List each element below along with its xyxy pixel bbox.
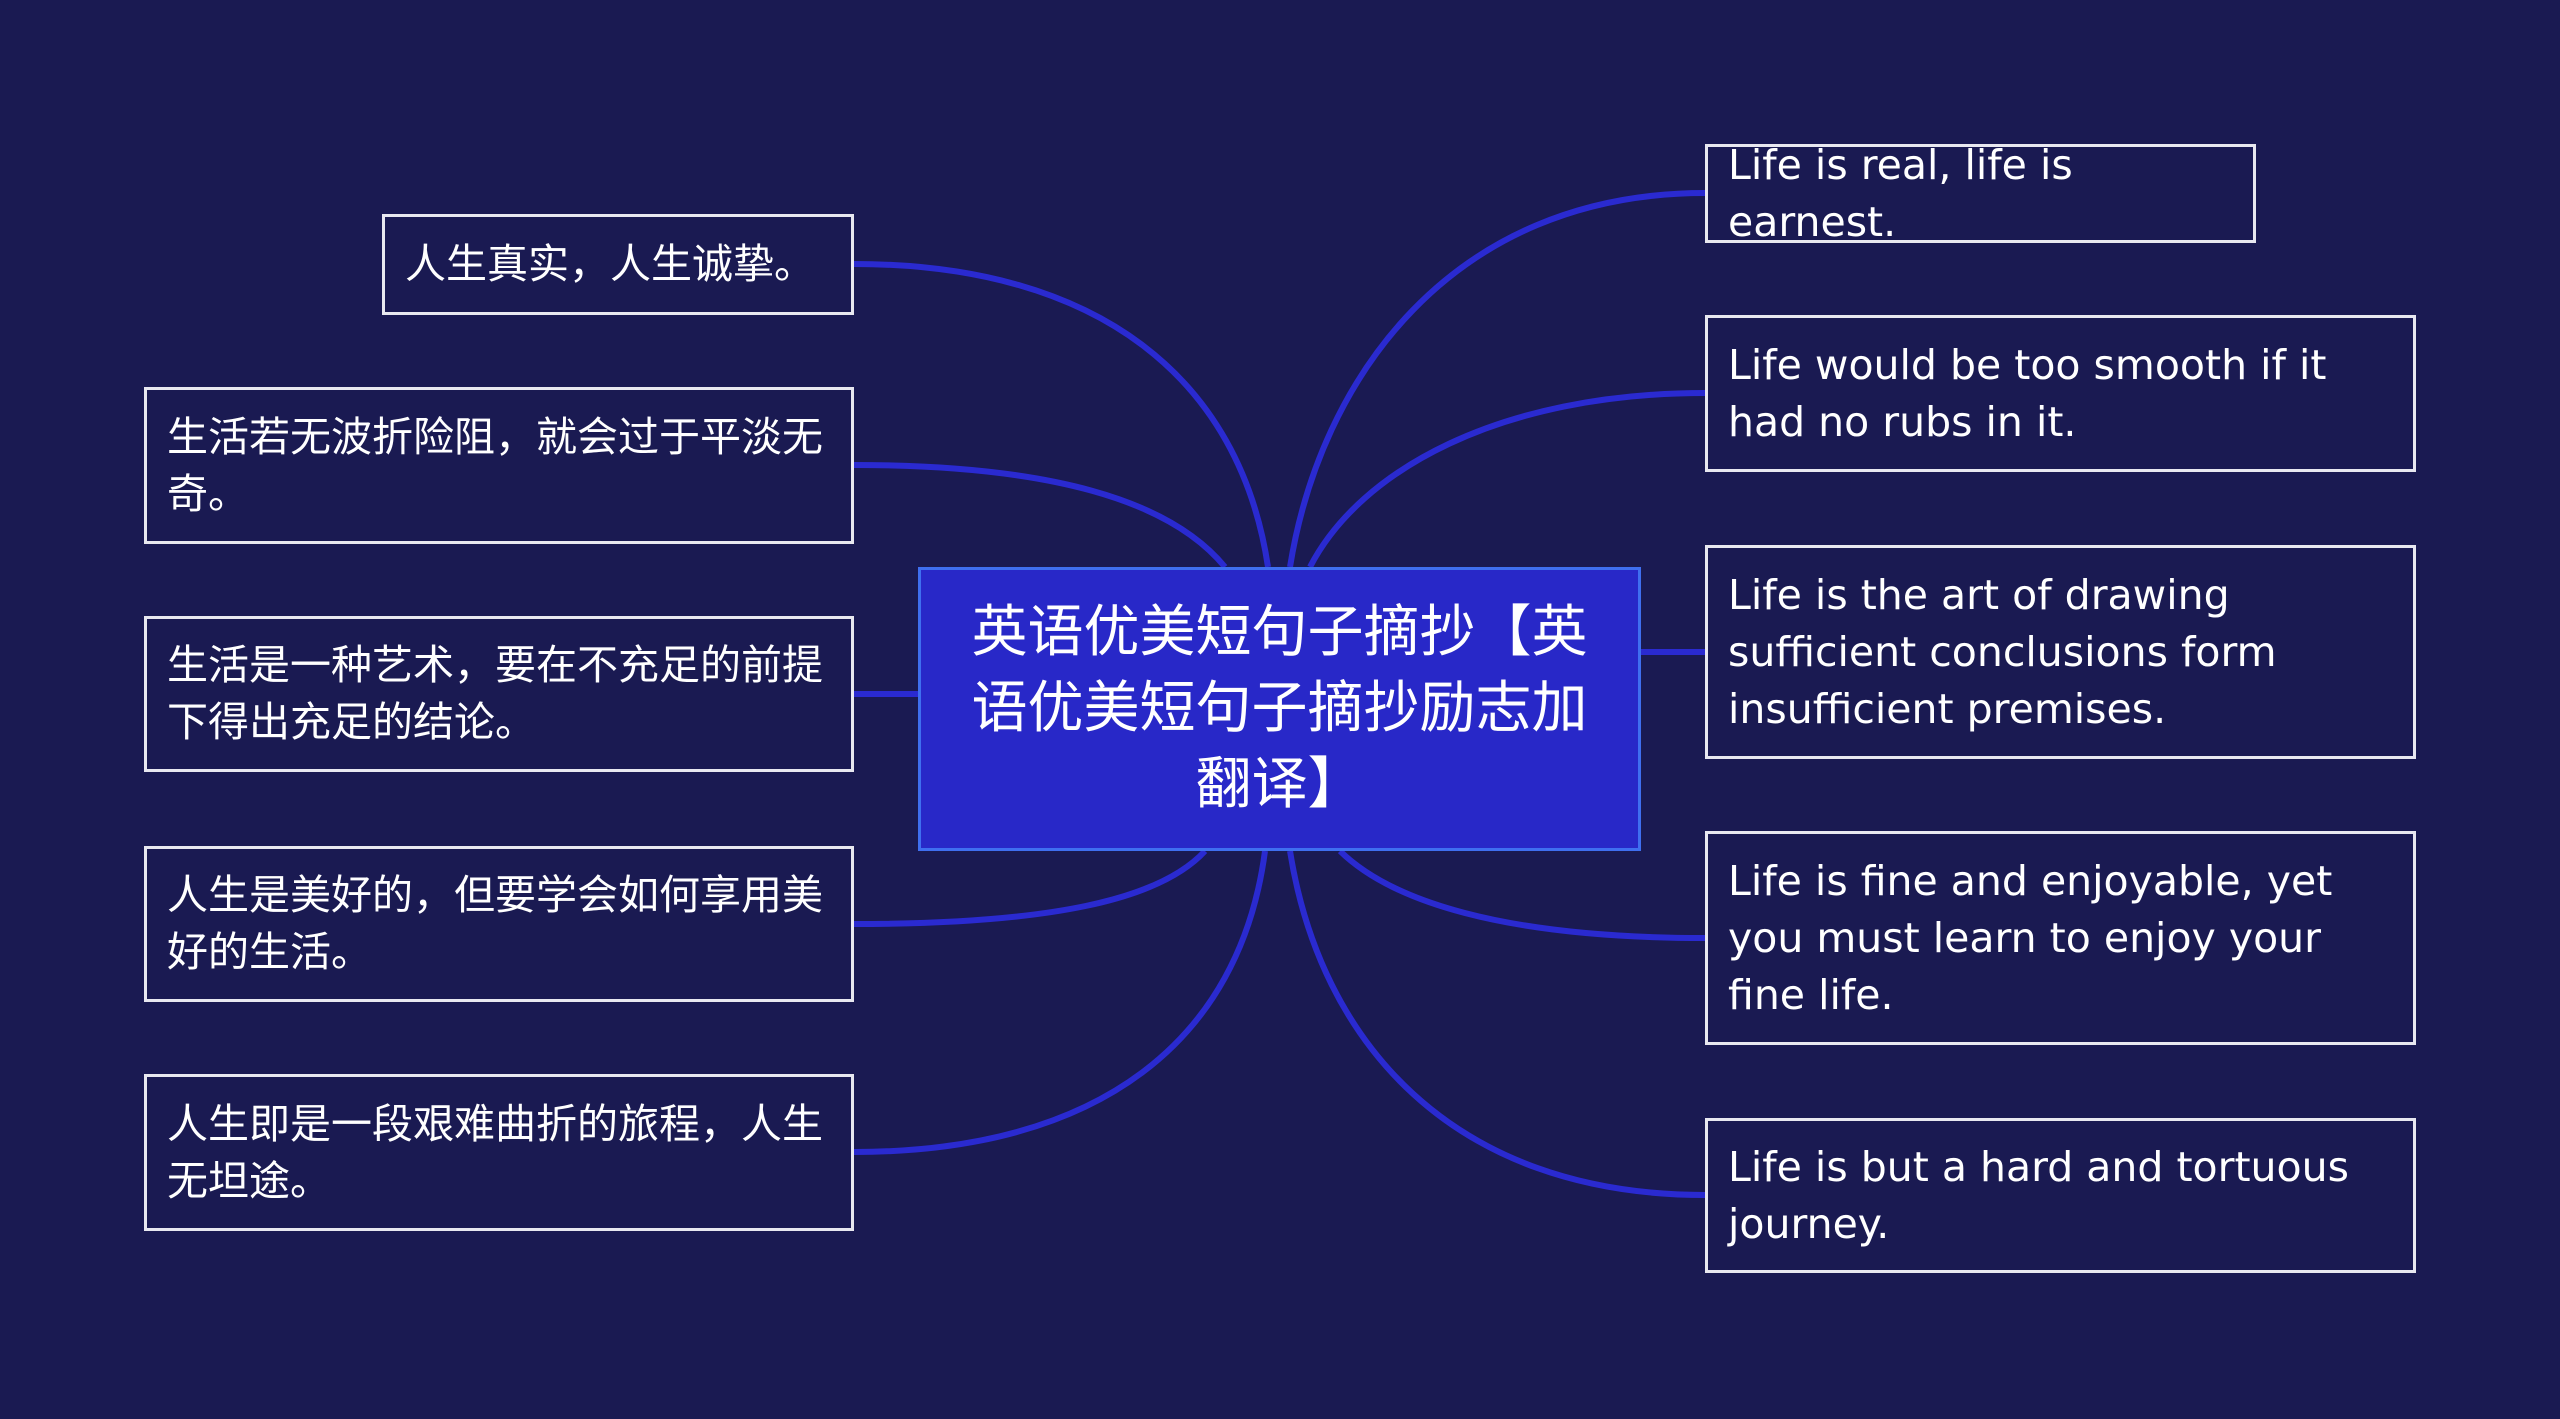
link-left-1 — [853, 261, 1271, 568]
central-topic-text: 英语优美短句子摘抄【英语优美短句子摘抄励志加翻译】 — [971, 600, 1588, 817]
node-text: 人生真实，人生诚挚。 — [405, 240, 815, 288]
left-node-5[interactable]: 人生即是一段艰难曲折的旅程，人生无坦途。 — [144, 1074, 854, 1231]
node-text: 人生是美好的，但要学会如何享用美好的生活。 — [167, 871, 823, 976]
link-left-4 — [853, 848, 1208, 927]
link-right-5 — [1287, 850, 1706, 1198]
node-text: Life is but a hard and tortuous journey. — [1728, 1142, 2349, 1248]
node-text: Life is the art of drawing sufficient co… — [1728, 570, 2277, 733]
node-text: Life is fine and enjoyable, yet you must… — [1728, 856, 2333, 1019]
left-node-1[interactable]: 人生真实，人生诚挚。 — [382, 214, 854, 315]
right-node-1[interactable]: Life is real, life is earnest. — [1705, 141, 2256, 246]
node-text: 生活是一种艺术，要在不充足的前提下得出充足的结论。 — [167, 641, 823, 746]
central-topic[interactable]: 英语优美短句子摘抄【英语优美短句子摘抄励志加翻译】 — [918, 567, 1641, 851]
link-right-1 — [1287, 190, 1706, 568]
right-node-5[interactable]: Life is but a hard and tortuous journey. — [1705, 1118, 2416, 1273]
right-node-4[interactable]: Life is fine and enjoyable, yet you must… — [1705, 831, 2416, 1045]
link-left-5 — [853, 850, 1268, 1155]
node-text: Life would be too smooth if it had no ru… — [1728, 340, 2327, 446]
right-node-3[interactable]: Life is the art of drawing sufficient co… — [1705, 545, 2416, 759]
right-node-2[interactable]: Life would be too smooth if it had no ru… — [1705, 315, 2416, 472]
link-left-2 — [853, 462, 1228, 569]
left-node-4[interactable]: 人生是美好的，但要学会如何享用美好的生活。 — [144, 846, 854, 1002]
left-node-3[interactable]: 生活是一种艺术，要在不充足的前提下得出充足的结论。 — [144, 616, 854, 772]
link-right-4 — [1337, 848, 1706, 941]
node-text: Life is real, life is earnest. — [1728, 140, 2073, 246]
link-right-2 — [1307, 390, 1706, 569]
node-text: 人生即是一段艰难曲折的旅程，人生无坦途。 — [167, 1099, 823, 1205]
node-text: 生活若无波折险阻，就会过于平淡无奇。 — [167, 412, 823, 518]
left-node-2[interactable]: 生活若无波折险阻，就会过于平淡无奇。 — [144, 387, 854, 544]
